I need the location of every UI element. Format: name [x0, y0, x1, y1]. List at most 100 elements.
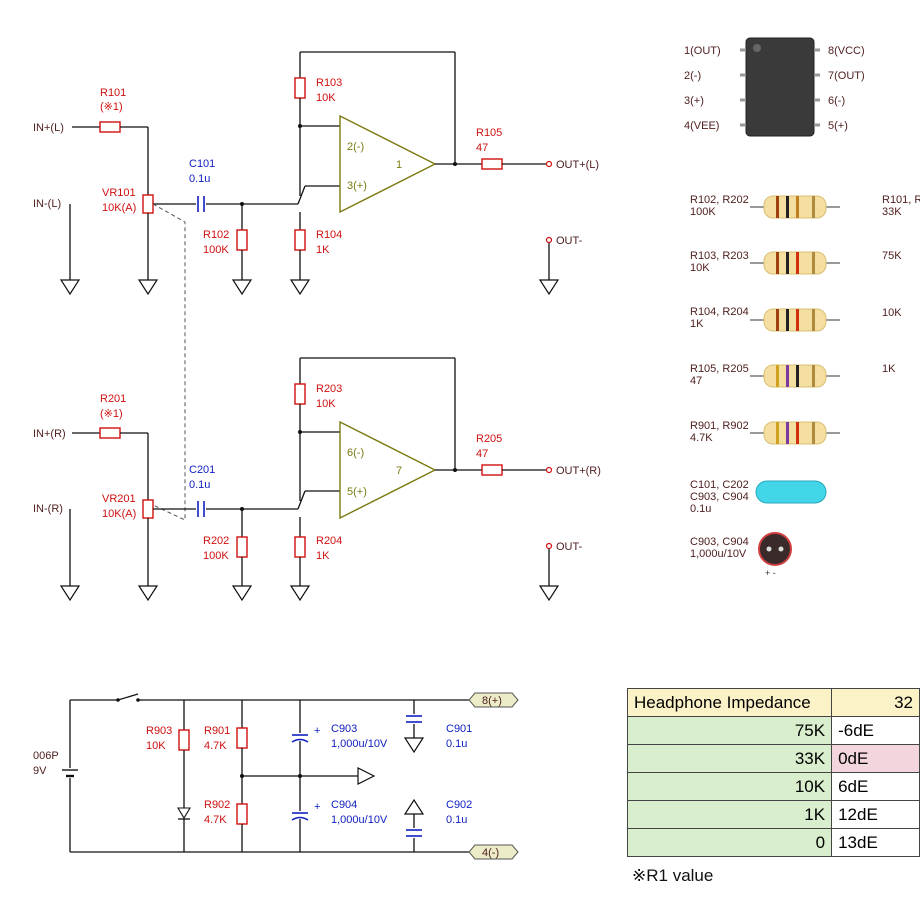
r203-resistor	[294, 383, 306, 405]
virtual-ground-symbol	[357, 767, 376, 785]
r903-label: R903	[146, 725, 172, 737]
ground-symbol	[403, 798, 425, 815]
table-row: 33K 0dE	[626, 744, 920, 773]
in-plus-r-label: IN+(R)	[33, 428, 66, 440]
part-r105-val: 47	[690, 375, 702, 387]
ground-symbol	[231, 585, 253, 602]
c902-label: C902	[446, 799, 472, 811]
table-header-32: 32	[831, 688, 920, 717]
power-supply: 006P 9V R903 10K R901 4.7K R902 4.7K +	[33, 692, 519, 860]
c201-value: 0.1u	[189, 479, 210, 491]
part-r901-ref: R901, R902	[690, 420, 749, 432]
ic-pin-2: 2(-)	[684, 70, 701, 82]
r903-value: 10K	[146, 740, 166, 752]
r903-resistor	[178, 729, 190, 751]
parts-list: R102, R202 100K R103, R203 10K R104, R20…	[690, 194, 920, 578]
battery-voltage: 9V	[33, 765, 47, 777]
r203-value: 10K	[316, 398, 336, 410]
ic-pin-1: 1(OUT)	[684, 45, 721, 57]
gang-link	[152, 203, 186, 521]
r901-label: R901	[204, 725, 230, 737]
r204-value: 1K	[316, 550, 330, 562]
r201-label: R201	[100, 393, 126, 405]
r105-resistor	[481, 158, 503, 170]
ground-symbol	[231, 279, 253, 296]
table-cell-r1: 10K	[626, 772, 833, 801]
ground-symbol	[59, 279, 81, 296]
left-channel: IN+(L) IN-(L) R101 (※1) VR101 10K(A) C10…	[33, 51, 599, 296]
c903-value: 1,000u/10V	[331, 738, 388, 750]
out-plus-r-label: OUT+(R)	[556, 465, 601, 477]
r104-value: 1K	[316, 244, 330, 256]
r902-label: R902	[204, 799, 230, 811]
out-plus-l-label: OUT+(L)	[556, 159, 599, 171]
c903-plus: +	[314, 725, 320, 737]
c904-value: 1,000u/10V	[331, 814, 388, 826]
part-r103-val: 10K	[690, 262, 710, 274]
table-cell-gain: 12dE	[831, 800, 920, 829]
r104-label: R104	[316, 229, 342, 241]
part-r104-ref: R104, R204	[690, 306, 749, 318]
table-cell-gain: 6dE	[831, 772, 920, 801]
r103-value: 10K	[316, 92, 336, 104]
ic-pin-4: 4(VEE)	[684, 120, 719, 132]
resistor-image	[750, 251, 840, 275]
c901-label: C901	[446, 723, 472, 735]
c904-label: C904	[331, 799, 357, 811]
ground-symbol	[289, 585, 311, 602]
part-r105-ref: R105, R205	[690, 363, 749, 375]
part-r103-ref: R103, R203	[690, 250, 749, 262]
r101-value: (※1)	[100, 101, 123, 113]
opamp-right-neg-pin: 6(-)	[347, 447, 364, 459]
ground-symbol	[538, 585, 560, 602]
r902-value: 4.7K	[204, 814, 227, 826]
r202-value: 100K	[203, 550, 229, 562]
table-header-impedance: Headphone Impedance	[626, 688, 833, 717]
ground-symbol	[289, 279, 311, 296]
c902-value: 0.1u	[446, 814, 467, 826]
c901-value: 0.1u	[446, 738, 467, 750]
ground-symbol	[538, 279, 560, 296]
table-row: 0 13dE	[626, 828, 920, 857]
part-r104-val: 1K	[690, 318, 704, 330]
ic-pinout: 1(OUT) 2(-) 3(+) 4(VEE) 8(VCC) 7(OUT) 6(…	[684, 37, 865, 137]
r201-value: (※1)	[100, 408, 123, 420]
part-r901-val: 4.7K	[690, 432, 713, 444]
r204-label: R204	[316, 535, 342, 547]
battery-label: 006P	[33, 750, 59, 762]
table-cell-r1: 1K	[626, 800, 833, 829]
r101-label: R101	[100, 87, 126, 99]
svg-text:+ -: + -	[765, 568, 776, 578]
part-r101-ref: R101, R	[882, 194, 920, 206]
resistor-image	[750, 364, 840, 388]
r105-value: 47	[476, 142, 488, 154]
electrolytic-capacitor-image: + -	[758, 532, 792, 578]
part-cfilm-val: 0.1u	[690, 503, 711, 515]
r102-value: 100K	[203, 244, 229, 256]
opamp-left	[339, 114, 437, 214]
table-cell-r1: 75K	[626, 716, 833, 745]
table-note: ※R1 value	[632, 866, 714, 885]
vee-tag	[468, 844, 519, 860]
ground-symbol	[403, 737, 425, 754]
part-r102-ref: R102, R202	[690, 194, 749, 206]
r103-resistor	[294, 77, 306, 99]
r102-label: R102	[203, 229, 229, 241]
r902-resistor	[236, 803, 248, 825]
r901-value: 4.7K	[204, 740, 227, 752]
c101-label: C101	[189, 158, 215, 170]
r102-resistor	[236, 229, 248, 251]
r205-value: 47	[476, 448, 488, 460]
resistor-image	[750, 308, 840, 332]
r204-resistor	[294, 536, 306, 558]
r105-label: R105	[476, 127, 502, 139]
part-r101-75k: 75K	[882, 250, 902, 262]
c904-plus: +	[314, 801, 320, 813]
r201-resistor	[99, 427, 121, 439]
r205-resistor	[481, 464, 503, 476]
part-celec-val: 1,000u/10V	[690, 548, 747, 560]
resistor-image	[750, 195, 840, 219]
vr101-potentiometer	[142, 194, 154, 214]
part-r101-33k: 33K	[882, 206, 902, 218]
